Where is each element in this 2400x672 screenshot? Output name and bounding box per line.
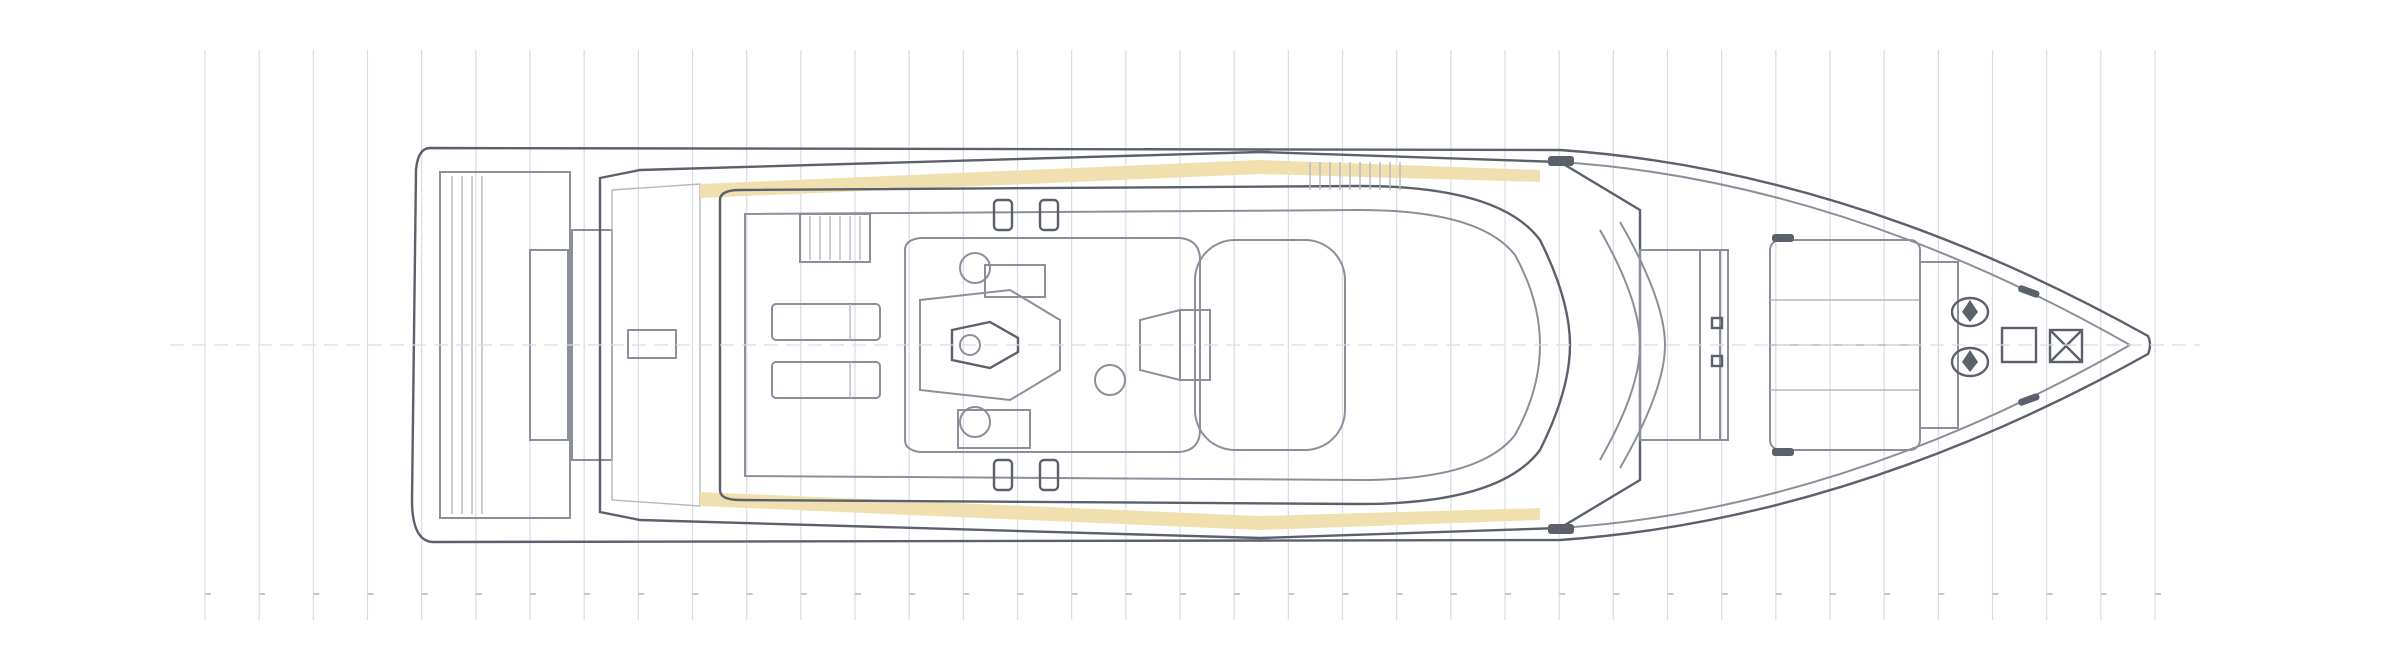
teak-grating (1309, 162, 1401, 190)
helm-seat-2 (957, 409, 1031, 449)
windscreen-2 (1619, 221, 1667, 469)
anchor-locker (2048, 328, 2084, 364)
stairs (799, 213, 871, 263)
teak-deck-stair (627, 329, 677, 359)
superstructure (598, 150, 1642, 540)
hull-outline (410, 146, 2152, 544)
table-mid (1094, 364, 1126, 396)
cleats (1548, 156, 2040, 534)
helm-console (919, 264, 1061, 449)
bow-logo-emblem (1950, 296, 1990, 378)
frame-grid (204, 50, 2161, 620)
helm-seat (984, 264, 1046, 298)
helm-wheel (959, 334, 981, 356)
sunpads (771, 303, 881, 399)
arch-pylons (992, 198, 1060, 492)
table-top (959, 252, 991, 284)
table-bottom (959, 406, 991, 438)
